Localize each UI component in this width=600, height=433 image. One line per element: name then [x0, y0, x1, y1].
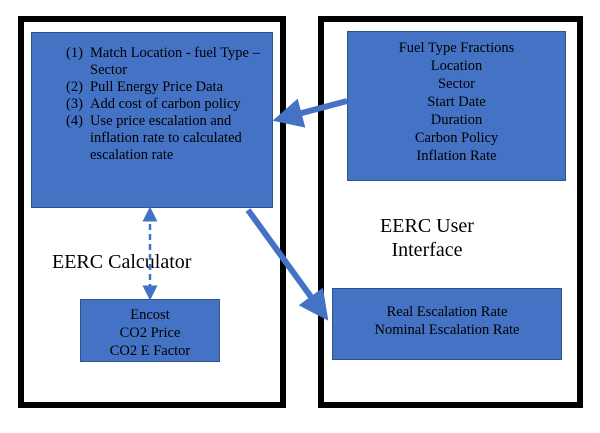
outputs-box: Real Escalation Rate Nominal Escalation …: [332, 288, 562, 360]
input-item: Carbon Policy: [414, 130, 499, 146]
data-source-item: CO2 E Factor: [109, 343, 191, 359]
process-step: (2)Pull Energy Price Data: [66, 79, 224, 95]
data-sources-box: Encost CO2 Price CO2 E Factor: [80, 299, 220, 362]
user-interface-title: EERC User Interface: [380, 215, 474, 261]
process-step: (3)Add cost of carbon policy: [66, 96, 241, 112]
process-steps-list: (1)Match Location - fuel Type – Sector (…: [66, 45, 264, 164]
output-item: Real Escalation Rate: [386, 304, 508, 320]
input-item: Inflation Rate: [416, 148, 497, 164]
process-step: (1)Match Location - fuel Type – Sector: [66, 45, 260, 78]
process-step: (4)Use price escalation and inflation ra…: [66, 113, 242, 163]
inputs-box: Fuel Type Fractions Location Sector Star…: [347, 31, 566, 181]
input-item: Location: [430, 58, 483, 74]
input-item: Start Date: [427, 94, 486, 110]
arrow-calculator-to-outputs: [245, 208, 329, 321]
data-source-item: Encost: [130, 307, 170, 323]
output-item: Nominal Escalation Rate: [374, 322, 520, 338]
input-item: Fuel Type Fractions: [398, 40, 515, 56]
input-item: Duration: [430, 112, 483, 128]
arrow-inputs-to-calculator: [272, 98, 348, 128]
input-item: Sector: [437, 76, 476, 92]
data-source-item: CO2 Price: [119, 325, 181, 341]
